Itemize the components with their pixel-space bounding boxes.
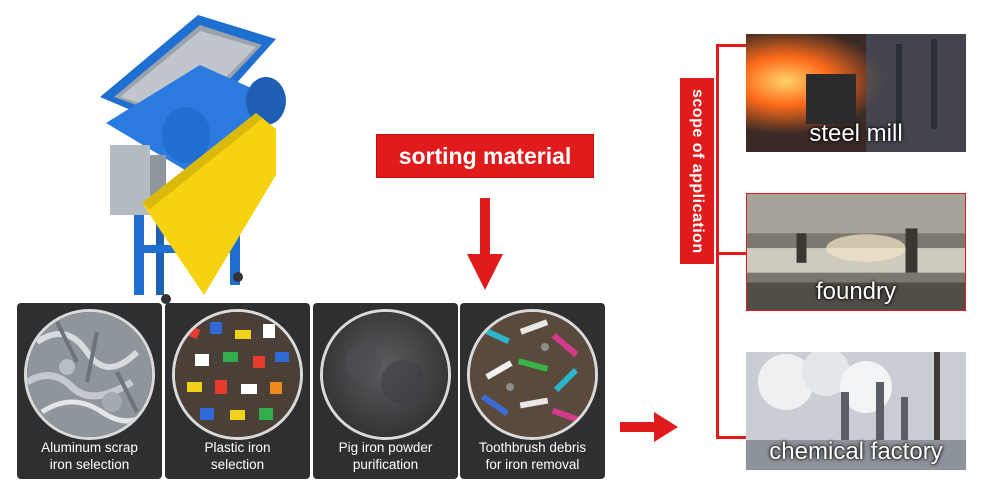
aluminum-scrap-image xyxy=(24,309,155,440)
application-foundry: foundry xyxy=(815,278,897,305)
foundry-photo: foundry xyxy=(746,193,966,311)
sorting-material-banner: sorting material xyxy=(376,134,594,178)
material-caption-line2: iron selection xyxy=(49,457,130,472)
chemical-factory-photo: chemical factory xyxy=(746,352,966,470)
material-card-toothbrush: Toothbrush debris for iron removal xyxy=(460,303,605,479)
material-caption-line2: purification xyxy=(352,457,419,472)
down-arrow-icon xyxy=(467,198,503,290)
material-caption-line2: for iron removal xyxy=(485,457,580,472)
toothbrush-debris-image xyxy=(467,309,598,440)
application-steel-mill: steel mill xyxy=(809,120,903,147)
steel-mill-photo: steel mill xyxy=(746,34,966,152)
material-caption-line1: Pig iron powder xyxy=(338,440,433,455)
application-chemical-factory: chemical factory xyxy=(769,438,943,465)
material-caption-line2: selection xyxy=(210,457,265,472)
connector-line-vertical xyxy=(716,44,719,439)
scope-of-application-label: scope of application xyxy=(680,78,714,264)
material-card-plastic: Plastic iron selection xyxy=(165,303,310,479)
material-caption-line1: Toothbrush debris xyxy=(478,440,587,455)
magnetic-separator-machine-image xyxy=(100,15,286,304)
material-caption-line1: Aluminum scrap xyxy=(41,440,138,455)
right-arrow-icon xyxy=(620,412,678,442)
pig-iron-powder-image xyxy=(320,309,451,440)
connector-line-steel xyxy=(716,44,746,47)
material-card-aluminum: Aluminum scrap iron selection xyxy=(17,303,162,479)
material-card-pig-iron: Pig iron powder purification xyxy=(313,303,458,479)
plastic-iron-image xyxy=(172,309,303,440)
connector-line-foundry xyxy=(716,252,746,255)
connector-line-chemical xyxy=(716,436,746,439)
material-caption-line1: Plastic iron xyxy=(204,440,271,455)
scope-label-text: scope of application xyxy=(689,88,706,254)
